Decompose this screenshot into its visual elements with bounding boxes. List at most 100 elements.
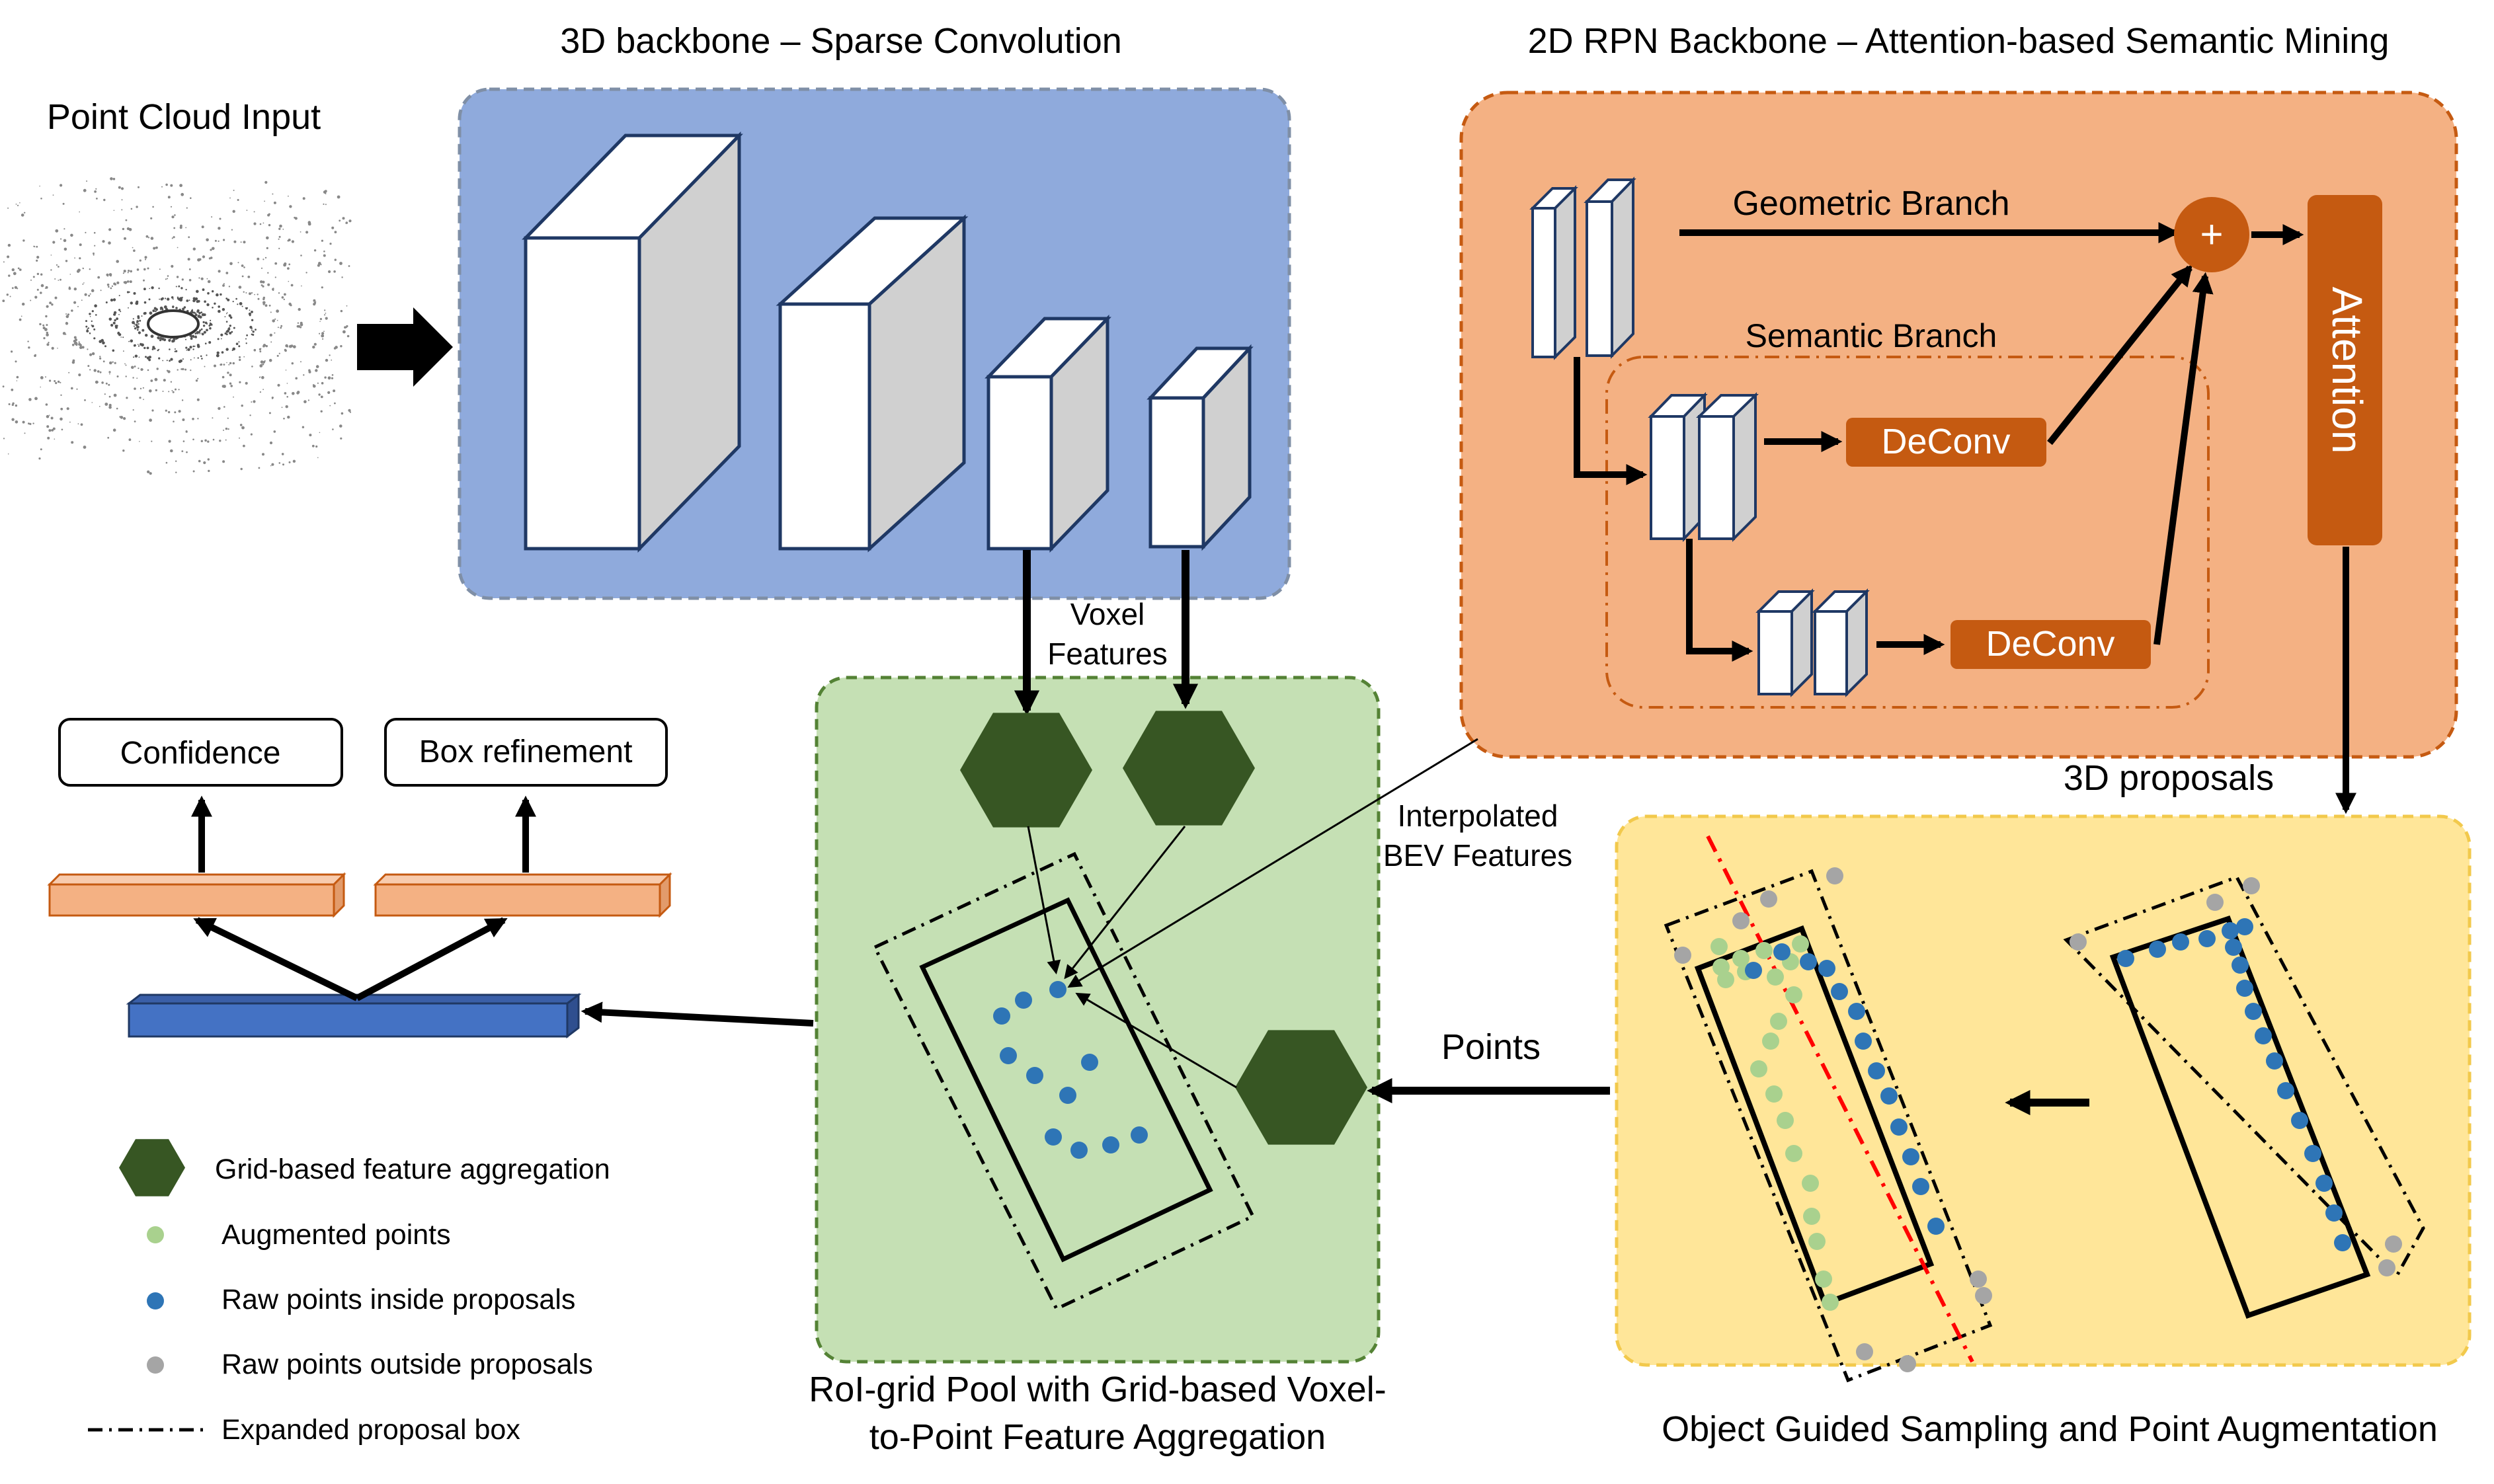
attention-block: [2308, 195, 2382, 545]
raw-point: [1880, 1087, 1898, 1105]
raw-point: [2334, 1234, 2351, 1251]
box-refinement-fc-bar: [373, 872, 672, 918]
raw-point: [1890, 1118, 1908, 1136]
head-arrow-left: [193, 917, 359, 1001]
sum-symbol: +: [2200, 212, 2223, 256]
attention-label: Attention: [2323, 287, 2371, 454]
raw-point: [2225, 939, 2242, 956]
outside-point: [2070, 933, 2087, 951]
confidence-label: Confidence: [120, 736, 281, 771]
voxel-features-label-line2: Features: [1047, 637, 1168, 671]
rpn-conv-block-bottom: [1755, 588, 1870, 697]
deconv-label-1: DeConv: [1881, 422, 2010, 461]
raw-point: [1131, 1126, 1148, 1144]
raw-point: [2222, 922, 2239, 939]
raw-point: [1831, 983, 1848, 1000]
augmented-point: [1765, 1085, 1783, 1103]
raw-point: [1773, 943, 1790, 960]
semantic-branch-label: Semantic Branch: [1746, 317, 1997, 354]
outside-point: [2206, 894, 2224, 911]
outside-point: [1760, 890, 1777, 908]
semantic-branch-region: [1605, 356, 2210, 709]
interpolated-bev-label-line2: BEV Features: [1383, 838, 1572, 873]
augmented-point: [1770, 1013, 1787, 1030]
deconv-box-2: [1951, 620, 2151, 669]
outside-point: [1826, 867, 1843, 884]
raw-point: [2315, 1175, 2333, 1192]
confidence-fc-bar: [47, 872, 346, 918]
augmented-point: [1792, 935, 1809, 953]
to-bottom-block-arrow: [1686, 539, 1753, 662]
raw-point: [2277, 1082, 2294, 1099]
raw-point: [993, 1007, 1010, 1025]
roi-pool-title-line2: to-Point Feature Aggregation: [869, 1417, 1326, 1457]
outside-point: [2385, 1235, 2402, 1253]
raw-point: [1015, 992, 1032, 1009]
deconv1-to-sum-arrow: [2047, 264, 2192, 446]
raw-point: [1102, 1136, 1119, 1153]
outside-point: [1899, 1355, 1916, 1372]
augmented-point: [1717, 971, 1734, 988]
proposal-box-right: [2109, 916, 2371, 1319]
raw-point: [1049, 981, 1066, 998]
roi-pool-title-line1: RoI-grid Pool with Grid-based Voxel-: [809, 1370, 1386, 1409]
expanded-proposal-box-left: [1664, 869, 1993, 1383]
proposal-box-roi: [919, 897, 1213, 1263]
augmented-point: [1767, 968, 1784, 986]
rpn2d-title: 2D RPN Backbone – Attention-based Semant…: [1528, 21, 2390, 61]
raw-point: [2236, 918, 2253, 935]
raw-point: [1045, 1128, 1062, 1146]
raw-point: [1912, 1178, 1929, 1195]
sampling-split-line: [1706, 835, 1974, 1363]
augmented-point: [1762, 1033, 1779, 1050]
raw-point: [2245, 1003, 2262, 1020]
outside-point: [1674, 947, 1691, 964]
outside-point: [1970, 1270, 1987, 1288]
legend-hexagon: [119, 1139, 185, 1196]
augmented-point: [1777, 1112, 1794, 1129]
raw-point: [1927, 1218, 1945, 1235]
augmented-point: [1710, 938, 1728, 955]
backbone3d-title: 3D backbone – Sparse Convolution: [560, 21, 1122, 61]
points-label: Points: [1441, 1027, 1541, 1067]
box-refinement-box: [384, 718, 668, 787]
rpn-conv-block-middle: [1648, 392, 1759, 543]
outside-point: [2378, 1259, 2395, 1276]
deconv-box-1: [1846, 418, 2046, 467]
raw-point: [2232, 957, 2249, 974]
interpolated-bev-label-line1: Interpolated: [1398, 799, 1558, 833]
raw-point: [2117, 950, 2134, 967]
point-cloud-image: [2, 177, 352, 475]
sampling-title: Object Guided Sampling and Point Augment…: [1662, 1409, 2438, 1449]
sparse-conv-block-4: [1146, 344, 1254, 551]
raw-point: [2236, 980, 2253, 997]
sparse-conv-block-1: [522, 131, 743, 553]
raw-point: [2255, 1027, 2272, 1044]
raw-point: [2291, 1112, 2308, 1129]
input-arrow: [357, 307, 453, 387]
legend-augmented-label: Augmented points: [221, 1219, 451, 1251]
augmented-point: [1732, 950, 1750, 967]
augmented-point: [1750, 1060, 1767, 1077]
proposals-label: 3D proposals: [2064, 758, 2274, 798]
bev-to-grid-point-line: [1067, 738, 1478, 988]
hex3-to-grid-point-line: [1075, 992, 1237, 1089]
augmented-point: [1802, 1175, 1819, 1192]
raw-point: [1026, 1067, 1043, 1084]
legend-expanded-box-label: Expanded proposal box: [221, 1414, 520, 1446]
outside-point: [1975, 1287, 1992, 1304]
legend-raw-inside-point: [147, 1292, 164, 1309]
to-middle-block-arrow: [1574, 357, 1648, 486]
raw-point: [2172, 933, 2189, 951]
augmented-point: [1822, 1294, 1839, 1311]
augmented-point: [1785, 986, 1802, 1003]
confidence-box: [58, 718, 343, 787]
raw-point: [1059, 1087, 1076, 1104]
hex2-to-grid-point-line: [1064, 826, 1186, 980]
sparse-conv-block-2: [776, 214, 969, 553]
pooled-feature-arrow: [581, 1001, 814, 1027]
augmented-point: [1755, 942, 1773, 959]
box-refinement-label: Box refinement: [419, 734, 633, 769]
deconv2-to-sum-arrow: [2153, 272, 2214, 645]
